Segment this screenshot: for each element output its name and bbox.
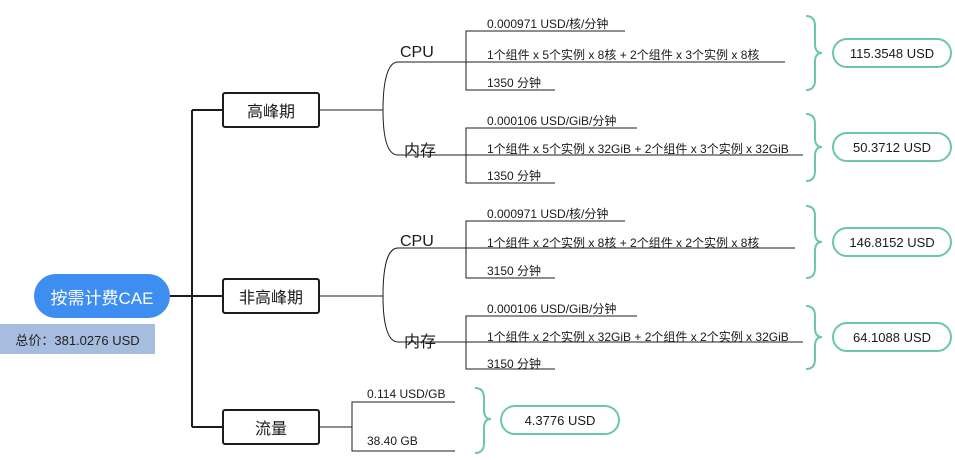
root-node[interactable]: 按需计费CAE bbox=[34, 274, 170, 318]
traffic-amount: 38.40 GB bbox=[367, 434, 418, 448]
offpeak-cpu-result: 146.8152 USD bbox=[832, 227, 952, 257]
offpeak-memory-duration: 3150 分钟 bbox=[487, 357, 542, 371]
traffic-node[interactable]: 流量 bbox=[222, 409, 320, 445]
offpeak-cpu-label: CPU bbox=[400, 233, 434, 250]
peak-cpu-duration: 1350 分钟 bbox=[487, 76, 542, 90]
peak-memory-result: 50.3712 USD bbox=[832, 132, 952, 162]
offpeak-cpu-price: 0.000971 USD/核/分钟 bbox=[487, 207, 609, 221]
offpeak-cpu-formula: 1个组件 x 2个实例 x 8核 + 2个组件 x 2个实例 x 8核 bbox=[487, 236, 760, 250]
peak-memory-formula: 1个组件 x 5个实例 x 32GiB + 2个组件 x 3个实例 x 32Gi… bbox=[487, 142, 789, 156]
traffic-price: 0.114 USD/GB bbox=[367, 387, 446, 401]
offpeak-period-node[interactable]: 非高峰期 bbox=[222, 278, 320, 314]
peak-cpu-price: 0.000971 USD/核/分钟 bbox=[487, 17, 609, 31]
peak-memory-duration: 1350 分钟 bbox=[487, 169, 542, 183]
offpeak-memory-result: 64.1088 USD bbox=[832, 322, 952, 352]
peak-cpu-label: CPU bbox=[400, 44, 434, 61]
peak-cpu-formula: 1个组件 x 5个实例 x 8核 + 2个组件 x 3个实例 x 8核 bbox=[487, 48, 760, 62]
offpeak-memory-label: 内存 bbox=[404, 334, 437, 351]
peak-memory-label: 内存 bbox=[404, 143, 437, 160]
total-price-label: 总价：381.0276 USD bbox=[0, 324, 155, 354]
offpeak-memory-price: 0.000106 USD/GiB/分钟 bbox=[487, 302, 617, 316]
peak-memory-price: 0.000106 USD/GiB/分钟 bbox=[487, 114, 617, 128]
peak-cpu-result: 115.3548 USD bbox=[832, 38, 952, 68]
traffic-result: 4.3776 USD bbox=[500, 405, 620, 435]
offpeak-memory-formula: 1个组件 x 2个实例 x 32GiB + 2个组件 x 2个实例 x 32Gi… bbox=[487, 330, 789, 344]
offpeak-cpu-duration: 3150 分钟 bbox=[487, 264, 542, 278]
peak-period-node[interactable]: 高峰期 bbox=[222, 92, 320, 128]
